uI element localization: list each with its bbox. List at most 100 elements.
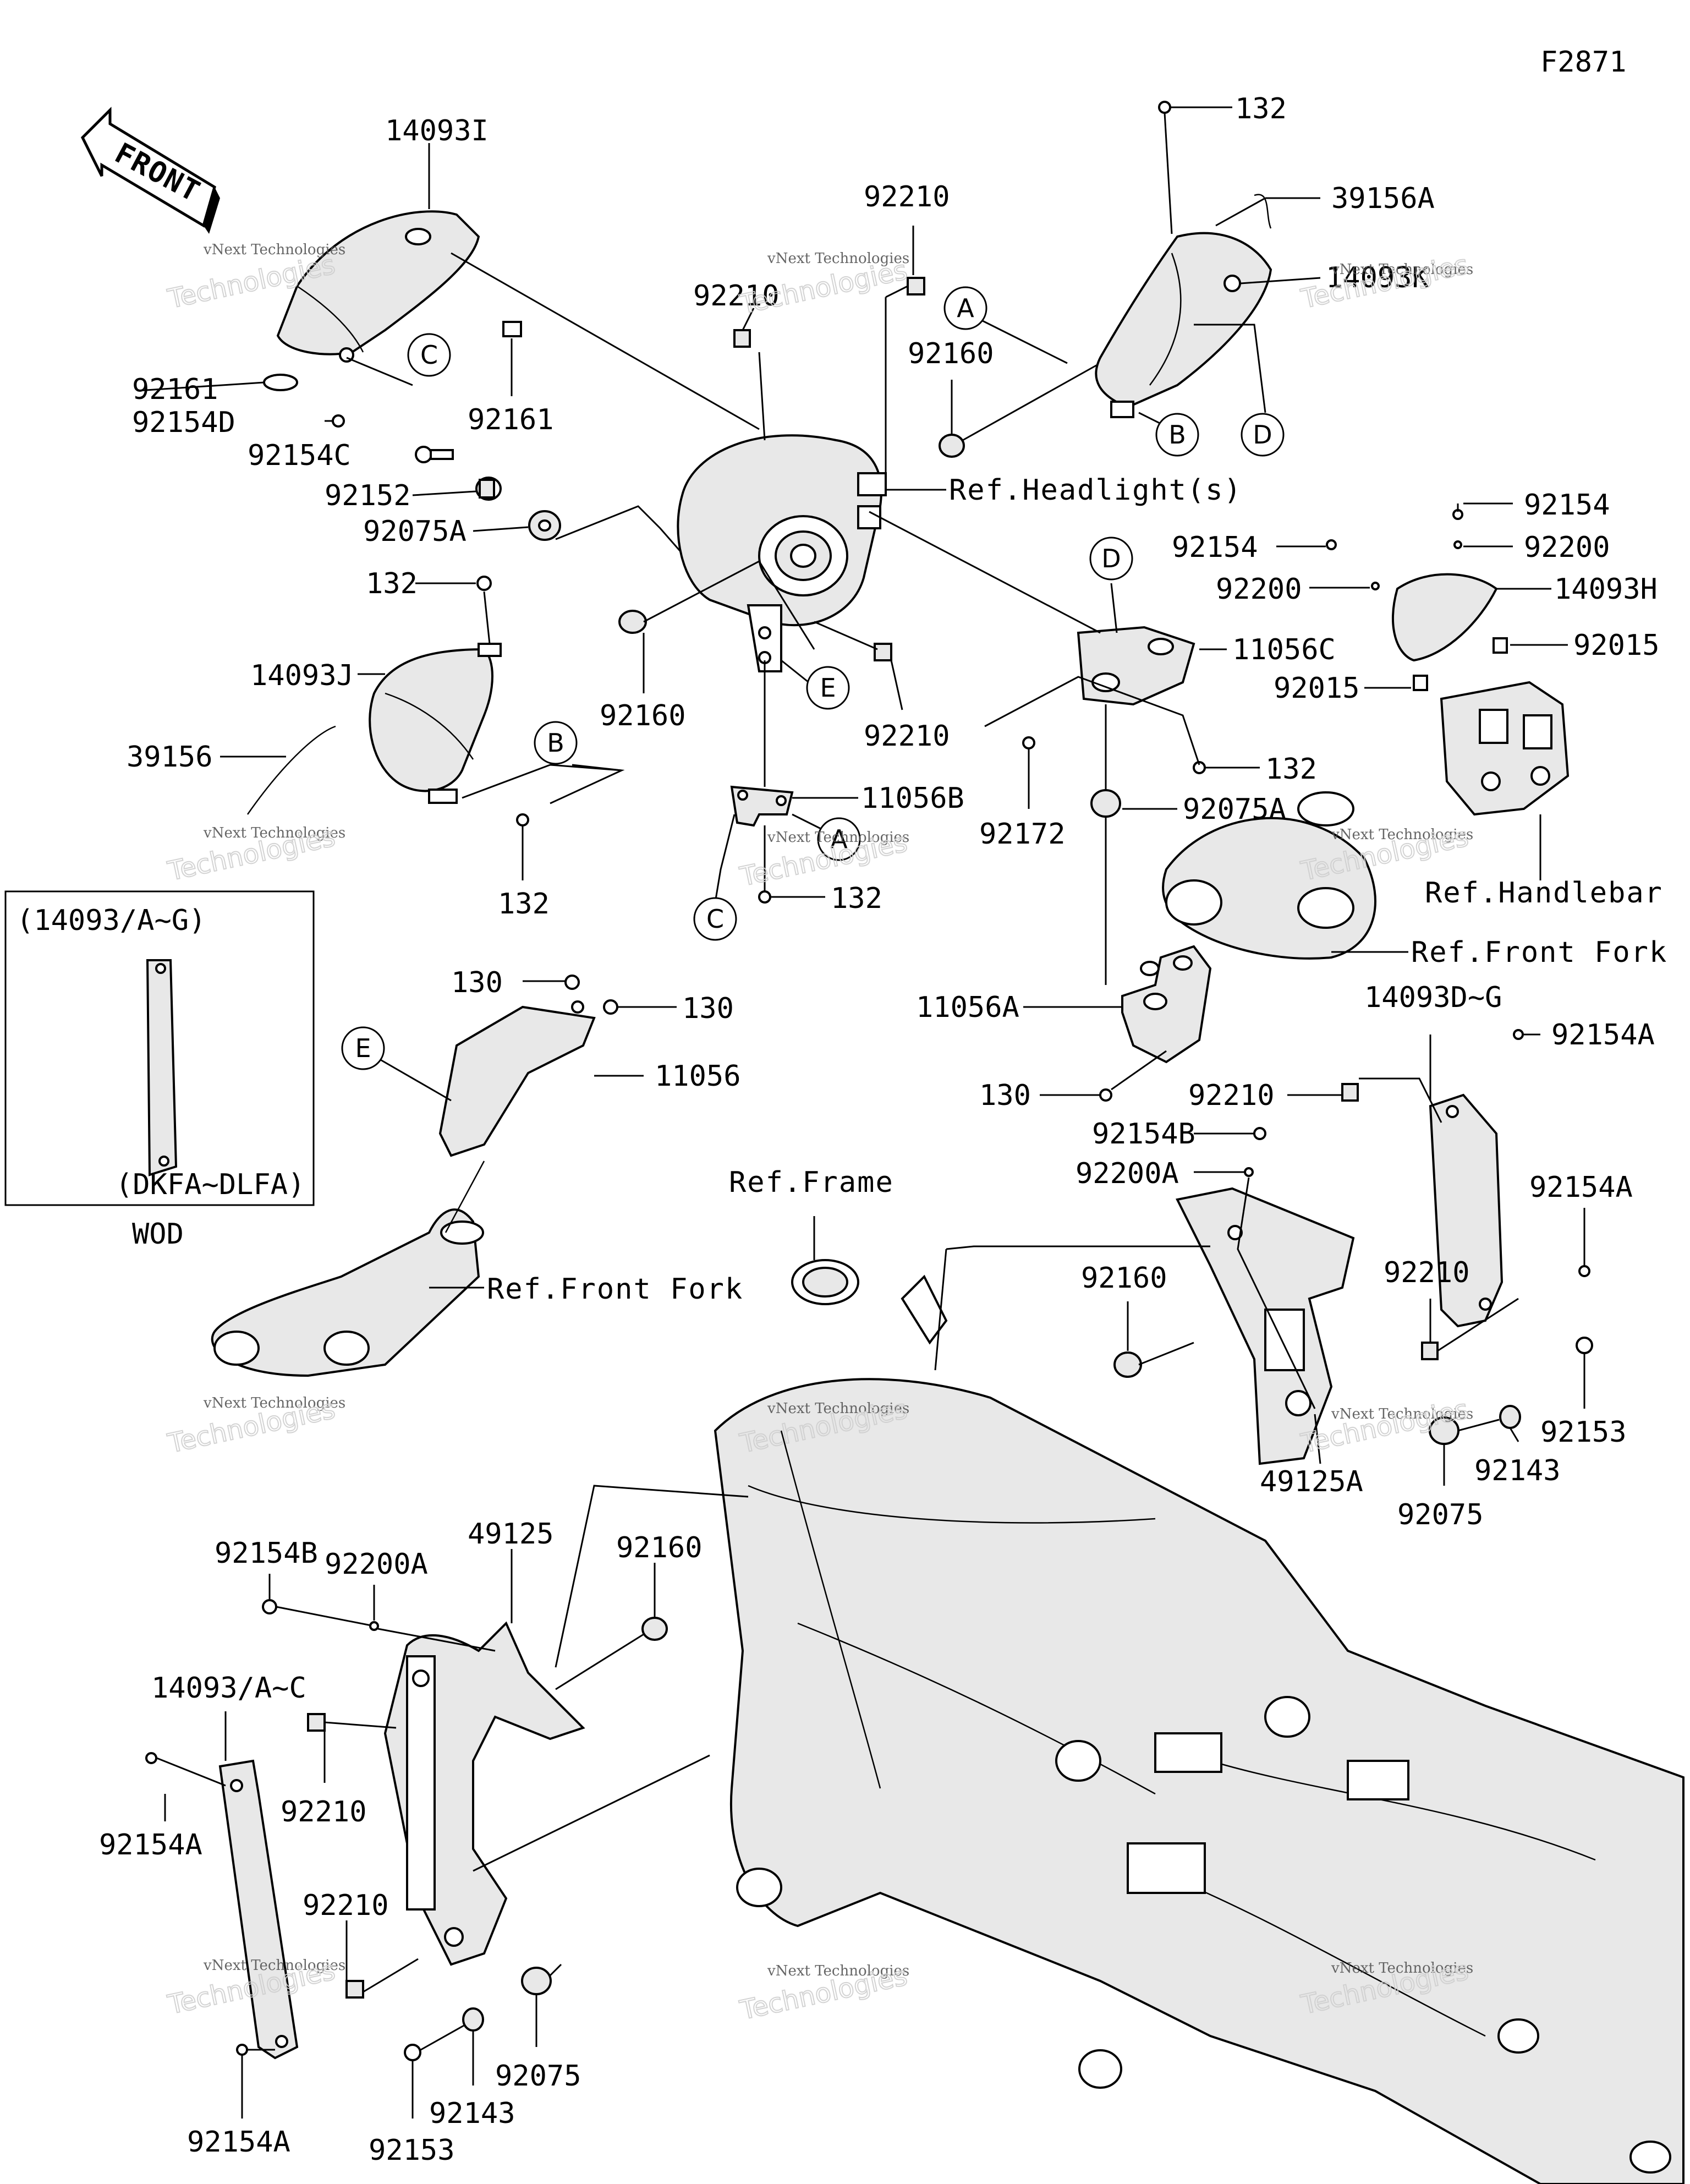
- ref-headlight: Ref.Headlight(s): [949, 474, 1242, 507]
- label-92154A-a: 92154A: [1551, 1019, 1655, 1052]
- label-92200A-a: 92200A: [1076, 1157, 1179, 1190]
- washer-92200A-a: [1244, 1167, 1254, 1177]
- callout-B-b: B: [534, 721, 625, 804]
- label-132-e: 132: [1265, 753, 1317, 786]
- label-130-a: 130: [451, 966, 503, 999]
- label-14093AC: 14093/A~C: [151, 1672, 306, 1705]
- nut-130-b: [603, 999, 618, 1015]
- inset-trim-part: [146, 959, 178, 1176]
- inset-title: (14093/A~G): [17, 904, 206, 937]
- label-92075-b: 92075: [495, 2060, 581, 2093]
- headlight-cover-14093K: [1095, 232, 1272, 418]
- washer-92200A-b: [369, 1621, 379, 1631]
- label-92200-b: 92200: [1216, 573, 1302, 606]
- callout-B-b-label: B: [547, 728, 564, 758]
- label-49125: 49125: [468, 1518, 554, 1551]
- callout-B-a-label: B: [1168, 420, 1186, 450]
- label-92210-c: 92210: [864, 720, 950, 753]
- label-92153-a: 92153: [1540, 1416, 1627, 1449]
- callout-C-a-label: C: [420, 340, 438, 370]
- label-92160-a: 92160: [908, 337, 994, 370]
- side-cover-14093DG: [1429, 1093, 1504, 1328]
- label-92210-d: 92210: [1188, 1079, 1275, 1112]
- label-92154D: 92154D: [132, 406, 235, 439]
- callout-A-b: A: [792, 813, 861, 861]
- label-92075-a: 92075: [1397, 1498, 1484, 1531]
- clip-92210-lower: [874, 643, 892, 661]
- headlight-assembly: [677, 434, 887, 672]
- bolt-92172: [1022, 736, 1035, 749]
- label-92075A-a: 92075A: [363, 515, 467, 548]
- callout-D-b: D: [1089, 537, 1133, 581]
- callout-A-b-label: A: [830, 824, 848, 854]
- label-92172: 92172: [979, 818, 1066, 851]
- callout-C-a: C: [346, 333, 451, 386]
- screw-92154B-a: [1253, 1127, 1266, 1140]
- screw-92154B-b: [262, 1599, 277, 1614]
- clip-92210-e: [1421, 1342, 1439, 1360]
- watermark-text-10: vNext Technologies: [203, 1957, 345, 1974]
- fork-top-bridge-right: [1162, 791, 1376, 960]
- label-92160-b: 92160: [600, 699, 686, 732]
- label-92200-a: 92200: [1524, 531, 1610, 564]
- fastener-92152: [475, 477, 502, 501]
- wire-39156A: [1254, 194, 1272, 229]
- bolt-132-c: [758, 890, 771, 904]
- watermark-7: vNext Technologies Technologies: [164, 1393, 345, 1460]
- label-39156: 39156: [127, 741, 213, 774]
- callout-C-b: C: [693, 897, 737, 941]
- handlebar-clamp: [1440, 681, 1570, 816]
- grommet-92075A-a: [528, 510, 561, 541]
- watermark-text-11: vNext Technologies: [767, 1963, 909, 1979]
- ref-front-fork-a: Ref.Front Fork: [1411, 936, 1667, 969]
- handlebar-cover-14093H: [1392, 573, 1498, 662]
- inset-subtitle: (DKFA~DLFA): [116, 1168, 305, 1201]
- clip-92210-f: [307, 1713, 326, 1732]
- watermark-5: vNext Technologies Technologies: [737, 826, 910, 893]
- screw-92154A-c: [145, 1752, 157, 1764]
- label-92154-b: 92154: [1172, 531, 1258, 564]
- label-92143-b: 92143: [429, 2097, 515, 2130]
- callout-E-a: E: [781, 659, 850, 710]
- front-arrow-icon: FRONT: [80, 106, 220, 234]
- label-92210-e: 92210: [1384, 1256, 1470, 1289]
- figure-code: F2871: [1540, 46, 1627, 79]
- watermark-2: vNext Technologies Technologies: [737, 250, 910, 321]
- watermark-outline-3: Technologies: [1298, 249, 1471, 315]
- label-92015-b: 92015: [1274, 672, 1360, 705]
- clip-92210-g: [345, 1980, 364, 1999]
- ref-frame: Ref.Frame: [729, 1166, 894, 1199]
- grommet-92160-c: [1113, 1351, 1142, 1378]
- watermark-text-5: vNext Technologies: [767, 829, 909, 846]
- bracket-49125A: [1176, 1187, 1355, 1465]
- label-130-c: 130: [979, 1079, 1031, 1112]
- bracket-11056A: [1121, 945, 1212, 1064]
- label-14093J: 14093J: [250, 659, 354, 692]
- callout-E-b-label: E: [355, 1033, 371, 1063]
- watermark-text-3: vNext Technologies: [1331, 261, 1473, 278]
- callout-C-b-label: C: [706, 904, 724, 934]
- label-92161-b: 92161: [468, 403, 554, 436]
- watermark-text-1: vNext Technologies: [203, 242, 345, 258]
- ref-front-fork-b: Ref.Front Fork: [487, 1273, 743, 1306]
- label-92161-a: 92161: [132, 373, 218, 406]
- label-11056C: 11056C: [1232, 633, 1336, 666]
- callout-D-a: D: [1194, 324, 1285, 457]
- washer-92143-b: [462, 2007, 484, 2032]
- label-92210-a: 92210: [864, 180, 950, 214]
- label-92154A-d: 92154A: [187, 2126, 290, 2159]
- fastener-92154C: [415, 446, 454, 463]
- watermark-11: vNext Technologies Technologies: [737, 1960, 910, 2027]
- label-11056: 11056: [655, 1060, 741, 1093]
- label-92154A-b: 92154A: [1529, 1171, 1633, 1204]
- label-14093DG: 14093D~G: [1364, 981, 1502, 1014]
- label-92160-d: 92160: [616, 1531, 703, 1564]
- watermark-text-9: vNext Technologies: [1331, 1406, 1473, 1422]
- label-92153-b: 92153: [369, 2134, 455, 2167]
- label-132-c: 132: [831, 882, 882, 915]
- label-11056A: 11056A: [916, 991, 1019, 1024]
- bolt-132-d: [1158, 101, 1171, 114]
- callout-E-a-label: E: [820, 673, 836, 703]
- nut-92015-b: [1413, 675, 1428, 691]
